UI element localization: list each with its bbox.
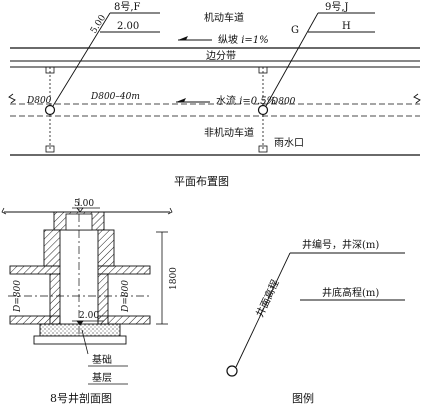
well-left-label: 8号,F bbox=[114, 1, 141, 13]
foundation-leader bbox=[81, 329, 89, 355]
flow-arrow-icon bbox=[176, 98, 210, 103]
break-mark-left bbox=[8, 93, 16, 104]
grade-arrow-icon bbox=[178, 36, 212, 41]
well-neck-wall-right bbox=[97, 229, 115, 267]
foundation-label: 基础 bbox=[92, 353, 112, 366]
legend-manhole-icon bbox=[226, 365, 238, 377]
right-pipe-dim: D=800 bbox=[121, 280, 131, 313]
grade-label: 纵坡 i=1% bbox=[218, 33, 269, 46]
left-pipe-dim: D=800 bbox=[13, 280, 23, 313]
right-letter-g: G bbox=[291, 25, 299, 36]
section-view: 5.00 2.00 D=800 D=800 1800 基础 基层 8号井剖面图 bbox=[1, 198, 179, 405]
legend-rim-elev: 井面高程 bbox=[253, 278, 282, 320]
inlet-label: 雨水口 bbox=[274, 137, 304, 149]
chamber-wall-right bbox=[97, 273, 109, 325]
pipe-right-top-wall bbox=[97, 265, 151, 275]
bottom-elev-marker-icon bbox=[76, 320, 84, 326]
legend-bottom-elev: 井底高程(m) bbox=[322, 286, 379, 299]
legend-view: 井编号，井深(m) 井底高程(m) 井面高程 图例 bbox=[226, 238, 405, 405]
section-bottom-value: 2.00 bbox=[79, 311, 99, 321]
legend-leader bbox=[235, 252, 291, 368]
section-break-left bbox=[1, 207, 7, 215]
pipe-left-top-wall bbox=[9, 265, 61, 275]
well-right-label: 9号,J bbox=[325, 1, 349, 13]
flow-label: 水流 i=0.5% bbox=[216, 94, 276, 107]
nonmotor-lane-label: 非机动车道 bbox=[204, 126, 254, 139]
height-dim-label: 1800 bbox=[169, 267, 179, 290]
section-caption: 8号井剖面图 bbox=[50, 391, 112, 405]
well-neck-wall-left bbox=[43, 229, 61, 267]
left-elev-value: 2.00 bbox=[117, 21, 139, 32]
pipe-spec-label: D800–40m bbox=[90, 92, 140, 102]
median-label: 边分带 bbox=[206, 50, 236, 62]
section-top-value: 5.00 bbox=[74, 199, 94, 209]
top-elev-marker-icon bbox=[76, 207, 84, 213]
leader-line-left bbox=[52, 12, 111, 107]
legend-caption: 图例 bbox=[292, 391, 314, 405]
base-layer-label: 基层 bbox=[92, 371, 112, 384]
manhole-right bbox=[257, 104, 269, 116]
chamber-wall-left bbox=[49, 273, 61, 325]
pipe-right-label: D800 bbox=[270, 97, 296, 107]
legend-well-no-depth: 井编号，井深(m) bbox=[302, 238, 379, 251]
pipe-left-label: D800 bbox=[26, 96, 52, 106]
right-letter-h: H bbox=[342, 21, 351, 32]
break-mark-right bbox=[413, 93, 421, 104]
foundation-slab bbox=[39, 323, 121, 337]
motor-lane-label: 机动车道 bbox=[204, 11, 244, 24]
plan-caption: 平面布置图 bbox=[174, 175, 229, 188]
section-break-right bbox=[167, 207, 173, 215]
base-layer-slab bbox=[33, 335, 127, 345]
plan-view: 8号,F 9号,J 2.00 5.00 G H 机动车道 纵坡 i=1% 边分带… bbox=[8, 1, 421, 188]
leader-line-right bbox=[265, 12, 319, 107]
manhole-left bbox=[44, 104, 56, 116]
